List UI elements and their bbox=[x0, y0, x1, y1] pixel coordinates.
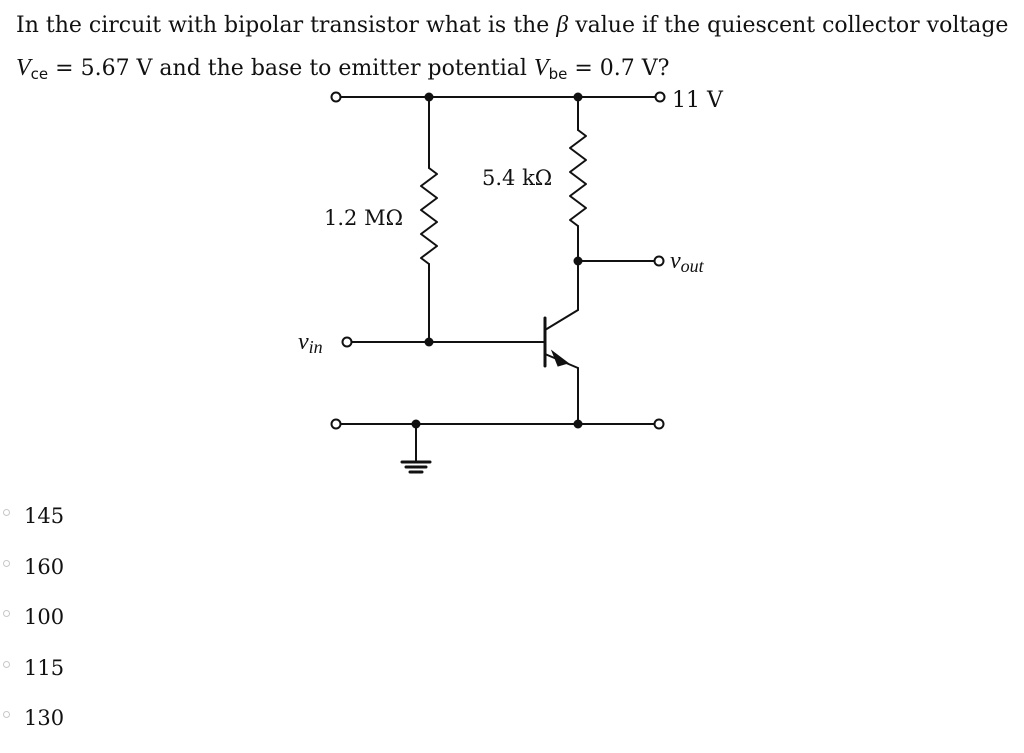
vce-symbol: V bbox=[16, 55, 31, 81]
rc-resistor bbox=[569, 129, 587, 227]
vce-subscript: ce bbox=[30, 65, 49, 83]
beta-symbol: β bbox=[556, 12, 569, 38]
vin-label-sub: in bbox=[309, 337, 323, 357]
vbe-value: = 0.7 V? bbox=[567, 56, 670, 81]
radio-button[interactable] bbox=[3, 559, 10, 567]
junction-dot bbox=[411, 419, 421, 429]
vout-label-sub: out bbox=[681, 256, 705, 276]
vbe-subscript: be bbox=[548, 65, 568, 83]
junction-dot bbox=[573, 419, 583, 429]
vbe-symbol: V bbox=[533, 55, 549, 81]
option-label: 160 bbox=[24, 554, 65, 579]
question-line1: In the circuit with bipolar transistor w… bbox=[16, 13, 557, 38]
radio-button[interactable] bbox=[3, 660, 10, 668]
option-label: 115 bbox=[24, 655, 65, 680]
option-label: 130 bbox=[24, 706, 65, 730]
option-label: 145 bbox=[24, 504, 65, 528]
terminal-vout bbox=[653, 255, 665, 267]
rb-resistor bbox=[420, 167, 438, 265]
terminal-supply bbox=[654, 91, 666, 103]
option-label: 100 bbox=[24, 605, 65, 629]
question-text: In the circuit with bipolar transistor w… bbox=[16, 4, 1016, 95]
supply-label: 11 V bbox=[672, 88, 724, 113]
radio-button[interactable] bbox=[3, 509, 10, 516]
radio-button[interactable] bbox=[3, 610, 10, 617]
vin-label: vin bbox=[298, 329, 323, 357]
collector-lead bbox=[544, 309, 579, 331]
emitter-arrow bbox=[550, 349, 570, 367]
terminal-bottom-left bbox=[330, 418, 342, 430]
question-line1-end: value if the quiescent collector voltage bbox=[568, 13, 1009, 38]
vout-label-main: v bbox=[670, 248, 681, 274]
terminal-vin bbox=[341, 336, 353, 348]
junction-dot bbox=[573, 256, 583, 266]
vout-label: vout bbox=[670, 248, 705, 276]
junction-dot bbox=[424, 337, 434, 347]
vce-value: = 5.67 V and the base to emitter potenti… bbox=[48, 56, 534, 81]
rc-label: 5.4 kΩ bbox=[482, 166, 552, 190]
junction-dot bbox=[424, 92, 434, 102]
radio-button[interactable] bbox=[3, 711, 10, 718]
terminal-bottom-right bbox=[653, 418, 665, 430]
vin-label-main: v bbox=[298, 329, 309, 355]
rb-label: 1.2 MΩ bbox=[324, 206, 403, 230]
terminal-top-left bbox=[330, 91, 342, 103]
junction-dot bbox=[573, 92, 583, 102]
